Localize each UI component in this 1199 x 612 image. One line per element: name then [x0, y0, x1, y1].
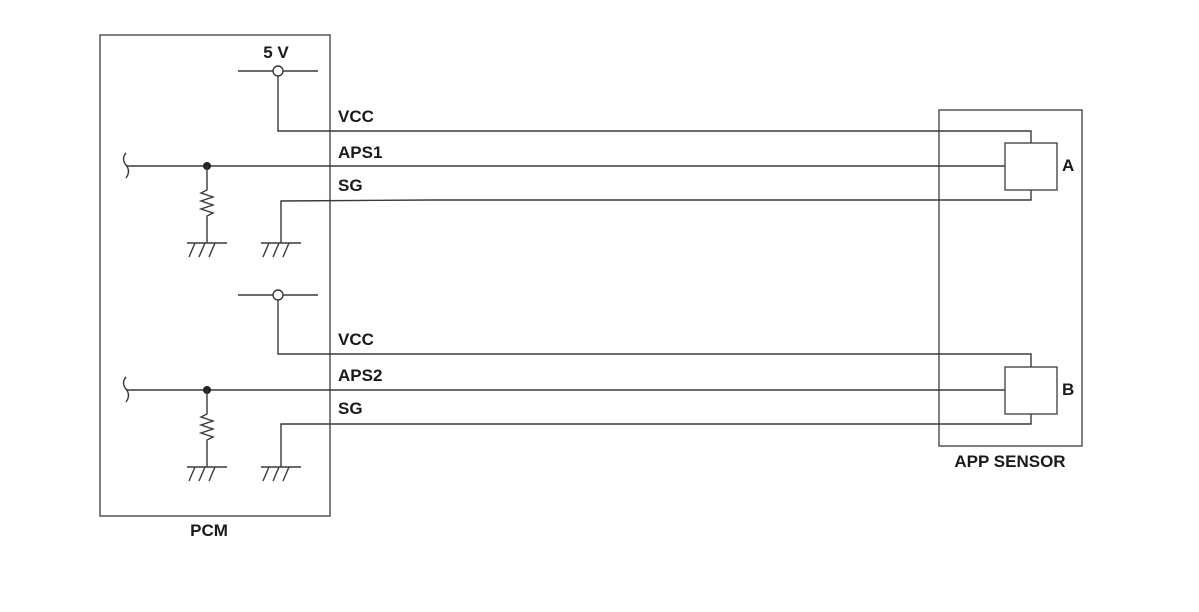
- circuit-1: 5 V VCC APS1 SG A: [122, 43, 1074, 258]
- supply-voltage-label: 5 V: [263, 43, 289, 62]
- sg-1-label: SG: [338, 176, 363, 195]
- sensor-element-a-label: A: [1062, 156, 1074, 175]
- pcm-label: PCM: [190, 521, 228, 540]
- vcc-1-wire: [277, 76, 1032, 143]
- supply-2-terminal-icon: [272, 289, 284, 301]
- app-sensor-label: APP SENSOR: [954, 452, 1065, 471]
- circuit-2: VCC APS2 SG B: [122, 289, 1074, 482]
- sensor-element-a: [1004, 142, 1058, 191]
- aps1-label: APS1: [338, 143, 382, 162]
- break-symbol-2-icon: [122, 376, 130, 403]
- sg-2-label: SG: [338, 399, 363, 418]
- break-symbol-1-icon: [122, 152, 130, 179]
- vcc-1-label: VCC: [338, 107, 374, 126]
- ground-symbol-sg-1-icon: [261, 242, 301, 258]
- app-sensor-box: [938, 109, 1083, 447]
- sensor-element-b: [1004, 366, 1058, 415]
- vcc-2-label: VCC: [338, 330, 374, 349]
- ground-symbol-resistor-2-icon: [187, 466, 227, 482]
- ground-symbol-sg-2-icon: [261, 466, 301, 482]
- vcc-2-wire: [277, 300, 1032, 367]
- resistor-2-icon: [198, 390, 216, 467]
- sensor-element-b-label: B: [1062, 380, 1074, 399]
- resistor-1-icon: [198, 166, 216, 243]
- ground-symbol-resistor-1-icon: [187, 242, 227, 258]
- sg-2-wire: [280, 414, 1032, 467]
- pcm-box: [99, 34, 331, 517]
- supply-1-terminal-icon: [272, 65, 284, 77]
- sg-1-wire: [280, 190, 1032, 243]
- aps2-label: APS2: [338, 366, 382, 385]
